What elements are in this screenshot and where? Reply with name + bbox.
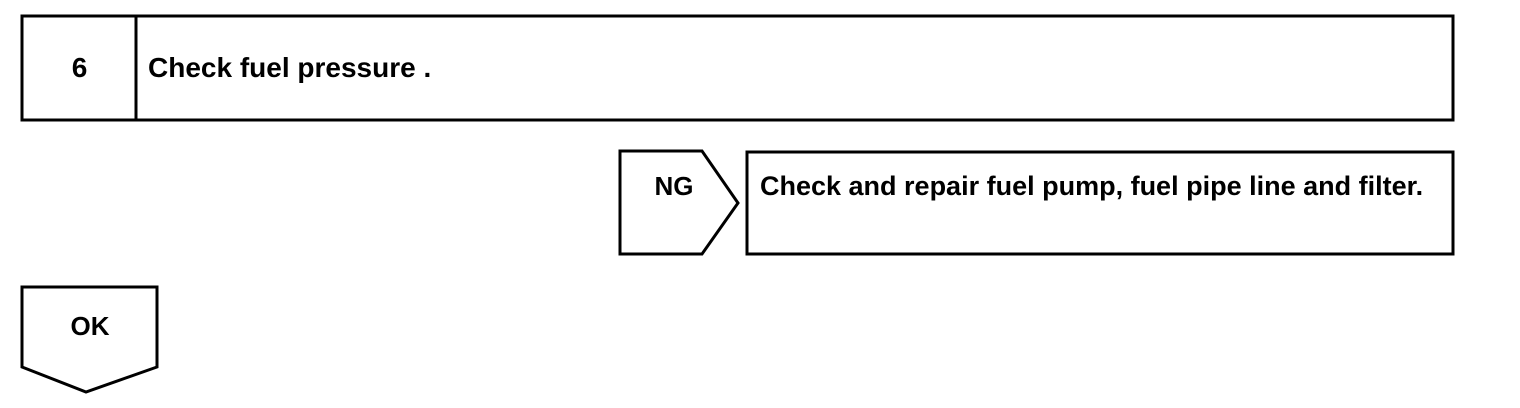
ng-label: NG	[654, 170, 694, 201]
step-title: Check fuel pressure .	[148, 52, 432, 83]
step-box	[20, 14, 1455, 122]
ng-arrow-shape	[618, 149, 740, 256]
ok-label: OK	[70, 310, 110, 341]
step-number: 6	[71, 52, 88, 83]
ng-action-text: Check and repair fuel pump, fuel pipe li…	[760, 171, 1424, 201]
ng-action-box	[745, 150, 1455, 256]
ok-arrow-shape	[20, 285, 159, 394]
